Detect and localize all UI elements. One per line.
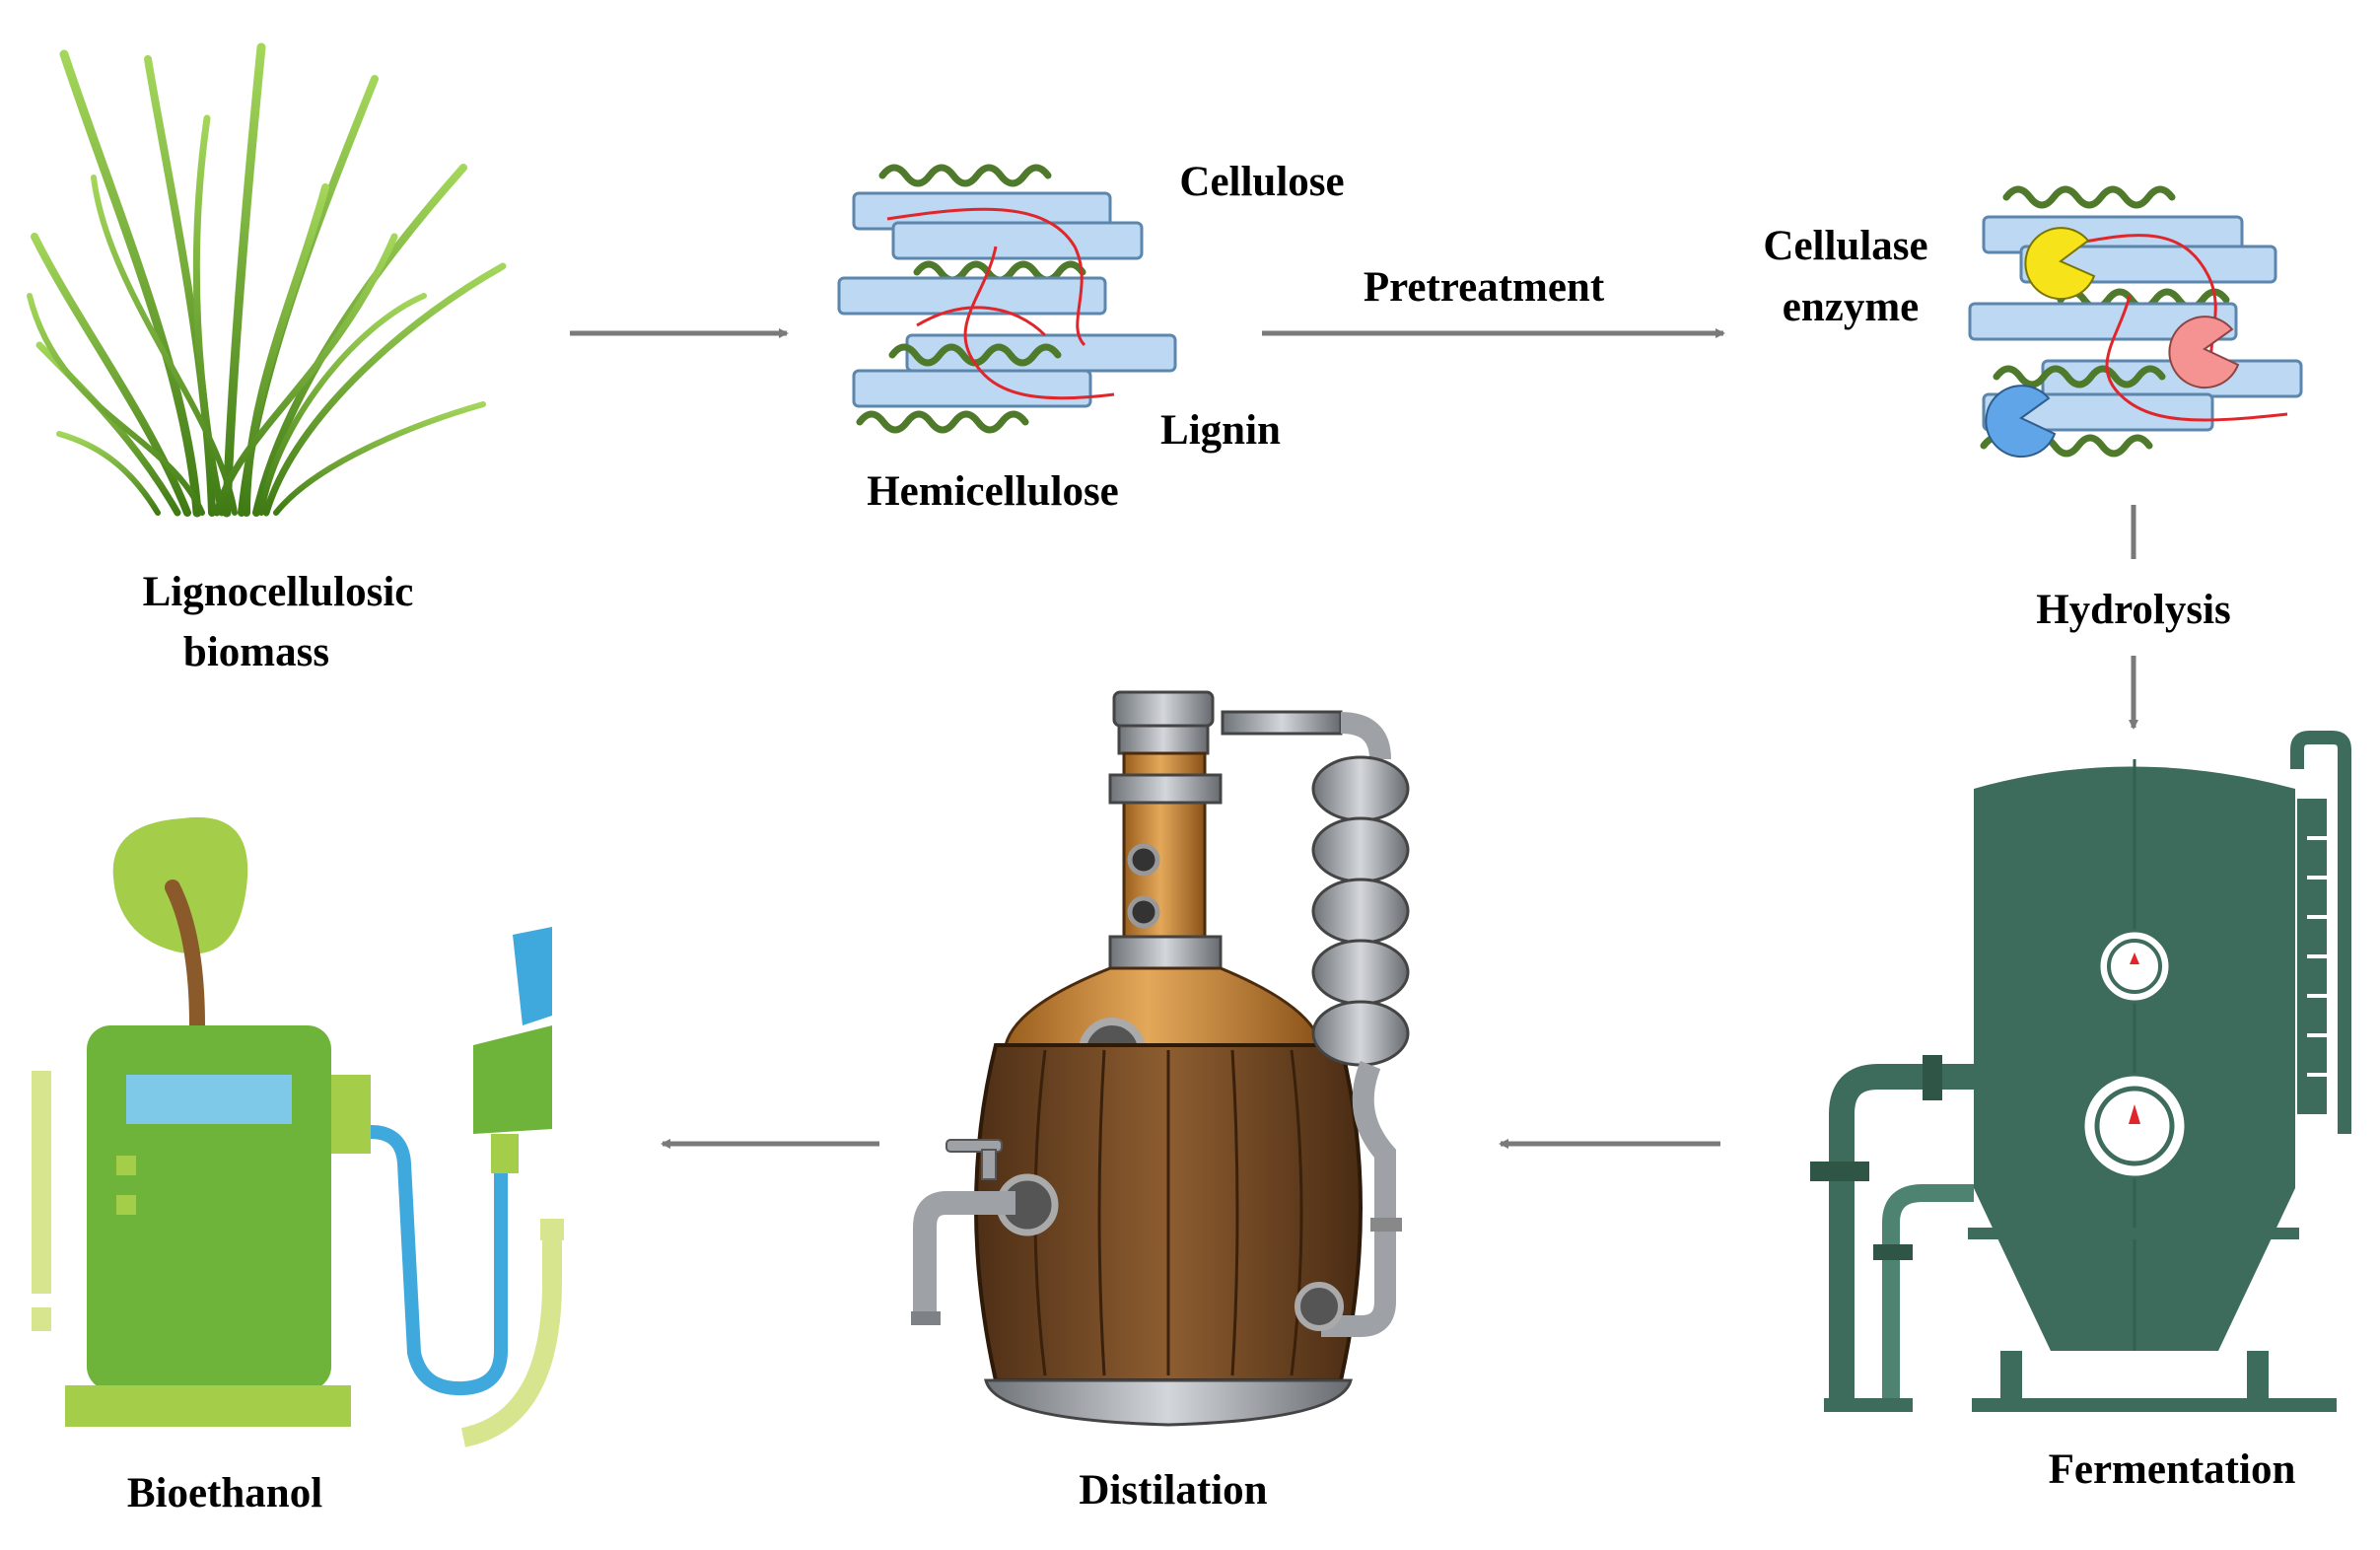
cellulase-label-line2: enzyme: [1783, 284, 1920, 330]
bioethanol-pump-icon: [32, 816, 564, 1447]
distillation-still-icon: [911, 690, 1410, 1427]
hemicellulose-label: Hemicellulose: [867, 468, 1119, 515]
bioethanol-label: Bioethanol: [127, 1470, 322, 1516]
pretreatment-label: Pretreatment: [1364, 264, 1605, 311]
lignin-label: Lignin: [1160, 407, 1281, 454]
enzyme-hydrolysis-icon: [1968, 189, 2303, 458]
lignocellulose-structure-icon: [837, 168, 1177, 430]
biomass-label-line1: Lignocellulosic: [143, 569, 414, 615]
fermentation-tank-icon: [1810, 731, 2351, 1412]
fermentation-label: Fermentation: [2049, 1446, 2296, 1493]
distilation-label: Distilation: [1079, 1467, 1267, 1514]
hydrolysis-label: Hydrolysis: [2036, 587, 2231, 633]
cellulose-label: Cellulose: [1179, 159, 1344, 205]
grass-icon: [27, 42, 507, 518]
biomass-label-line2: biomass: [183, 629, 329, 675]
cellulase-label-line1: Cellulase: [1763, 223, 1927, 269]
